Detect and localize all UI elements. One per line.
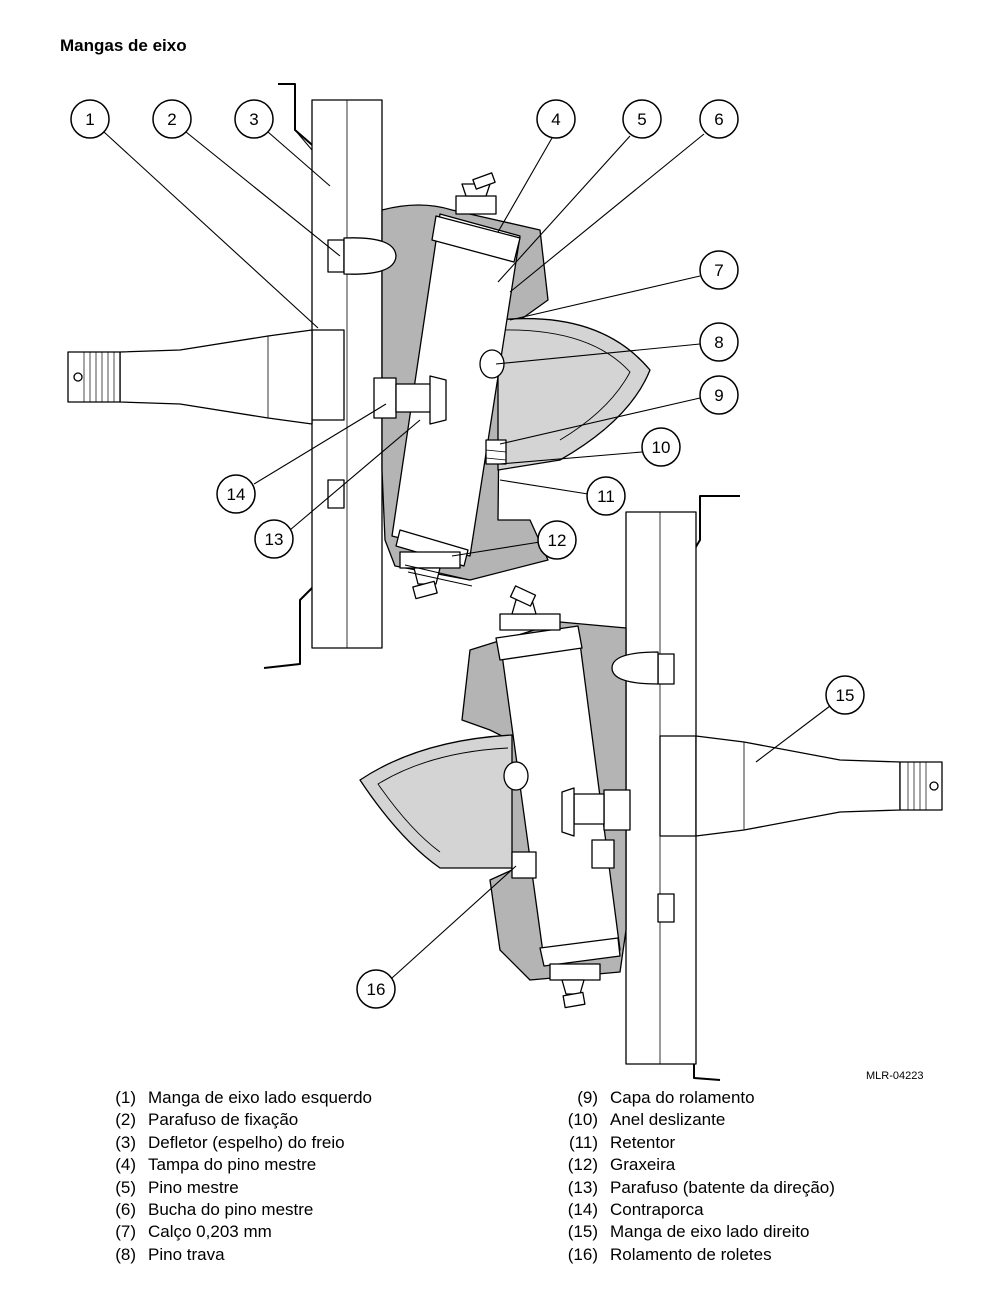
right-knuckle-assembly [359,495,943,1081]
legend-item: (10)Anel deslizante [567,1110,726,1130]
callout-13: 13 [254,519,294,559]
left-spindle [119,329,313,425]
legend-left: (1)Manga de eixo lado esquerdo (2)Parafu… [104,1087,372,1266]
legend-item: (15)Manga de eixo lado direito [567,1222,810,1242]
left-steering-arm [497,317,651,471]
callout-12-label: 12 [548,531,567,550]
callout-11-label: 11 [597,487,615,506]
callout-5: 5 [622,99,662,139]
legend-item: (5)Pino mestre [115,1177,239,1197]
callout-14-label: 14 [227,485,246,504]
legend-item: (11)Retentor [569,1132,676,1152]
callout-16-label: 16 [367,980,386,999]
callout-6-label: 6 [714,110,723,129]
left-king-pin [391,213,521,557]
callout-3: 3 [234,99,274,139]
callout-5-label: 5 [637,110,646,129]
callout-8-label: 8 [714,333,723,352]
callout-12: 12 [537,520,577,560]
right-spindle [695,735,901,837]
right-steering-arm [359,734,513,869]
callout-14: 14 [216,474,256,514]
callout-13-label: 13 [265,530,284,549]
callout-8: 8 [699,322,739,362]
left-knuckle-assembly [67,83,651,669]
knuckle-diagram: 1 2 3 4 5 6 7 8 9 10 11 12 13 14 15 [67,83,943,1081]
callout-15-label: 15 [836,686,855,705]
legend-item: (14)Contraporca [567,1200,704,1220]
callout-15: 15 [825,675,865,715]
callout-1-label: 1 [85,110,94,129]
callout-9: 9 [699,375,739,415]
legend-item: (1)Manga de eixo lado esquerdo [115,1088,372,1107]
legend-right: (9)Capa do rolamento (10)Anel deslizante… [560,1087,835,1266]
callout-7-label: 7 [714,261,723,280]
legend-item: (7)Calço 0,203 mm [115,1222,272,1242]
callout-1: 1 [70,99,110,139]
callout-2-label: 2 [167,110,176,129]
page-title: Mangas de eixo [60,36,187,55]
callout-9-label: 9 [714,386,723,405]
legend-item: (2)Parafuso de fixação [115,1110,299,1130]
callout-16: 16 [356,969,396,1009]
legend-item: (12)Graxeira [567,1155,676,1175]
legend-item: (16)Rolamento de roletes [567,1244,772,1264]
callout-6: 6 [699,99,739,139]
callout-3-label: 3 [249,110,258,129]
callout-10-label: 10 [652,438,671,457]
leader-lines [103,131,831,979]
legend-item: (3)Defletor (espelho) do freio [115,1132,345,1152]
legend-item: (4)Tampa do pino mestre [115,1155,317,1175]
callout-10: 10 [641,427,681,467]
callout-7: 7 [699,250,739,290]
legend-item: (13)Parafuso (batente da direção) [567,1177,835,1197]
callout-4: 4 [536,99,576,139]
callout-bubbles: 1 2 3 4 5 6 7 8 9 10 11 12 13 14 15 [70,99,865,1009]
legend-item: (8)Pino trava [115,1244,225,1264]
callout-4-label: 4 [551,110,560,129]
callout-11: 11 [586,476,626,516]
legend-item: (9)Capa do rolamento [577,1088,755,1107]
figure-id: MLR-04223 [866,1070,924,1082]
legend-item: (6)Bucha do pino mestre [115,1200,314,1220]
callout-2: 2 [152,99,192,139]
